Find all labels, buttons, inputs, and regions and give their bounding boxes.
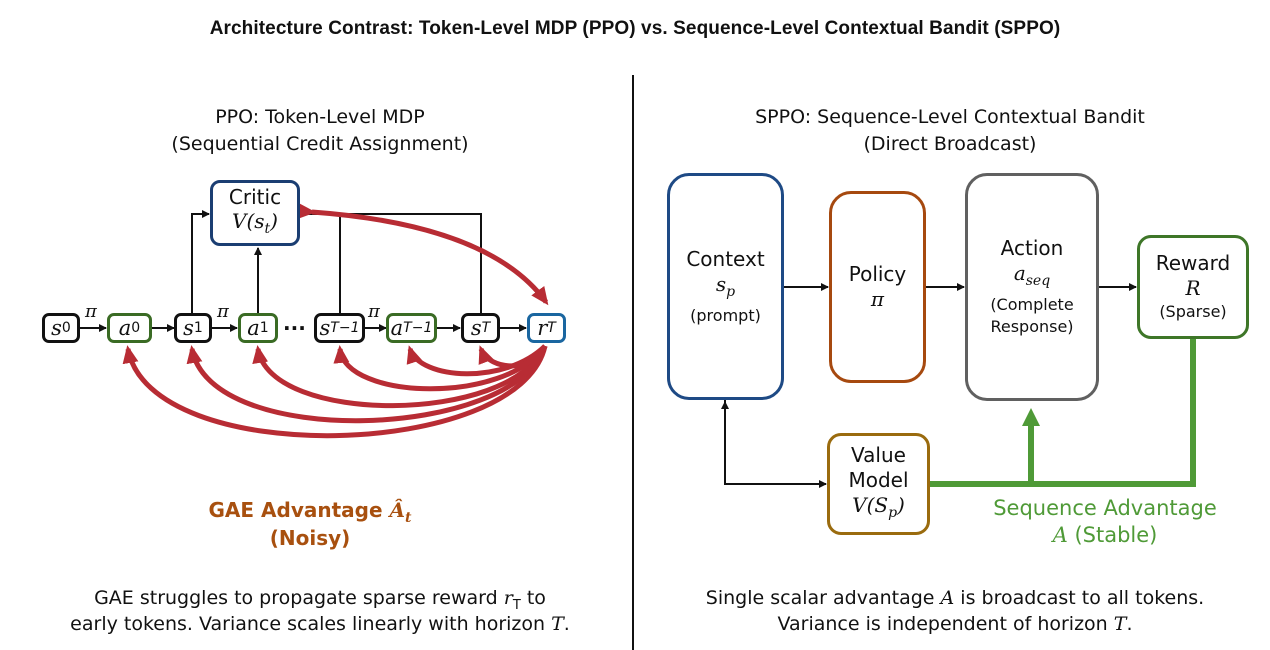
value-model-box: Value Model V(Sp) xyxy=(827,433,930,535)
critic-label: Critic xyxy=(228,185,282,209)
pi-label-T: π xyxy=(368,301,380,322)
gae-arrow-aT1 xyxy=(406,344,547,377)
policy-label: Policy xyxy=(848,262,907,286)
value-label-1: Value xyxy=(851,442,906,467)
reward-box: Reward R (Sparse) xyxy=(1137,235,1249,339)
ppo-caption-line2: early tokens. Variance scales linearly w… xyxy=(70,613,570,635)
gae-advantage-label: GAE Advantage Ât xyxy=(208,498,412,526)
context-box: Context sp (prompt) xyxy=(667,173,784,400)
critic-formula: V(st) xyxy=(232,209,278,237)
action-note-2: Response) xyxy=(990,317,1074,336)
pi-label-0: π xyxy=(85,301,97,322)
arrow-context-value xyxy=(724,400,827,488)
context-symbol: sp xyxy=(715,271,736,300)
action-box: Action aseq (Complete Response) xyxy=(965,173,1099,401)
sppo-subheading: (Direct Broadcast) xyxy=(863,133,1037,155)
action-label: Action xyxy=(1000,236,1064,260)
arrow-s1-critic xyxy=(191,210,210,313)
sequence-advantage-note: A (Stable) xyxy=(1052,523,1158,547)
gae-arrow-a1 xyxy=(252,344,548,409)
advantage-flow-line xyxy=(930,339,1196,487)
gae-arrow-s1 xyxy=(186,345,548,424)
reward-label: Reward xyxy=(1155,251,1231,275)
policy-symbol: π xyxy=(870,287,885,311)
action-note-1: (Complete xyxy=(990,295,1074,314)
policy-box: Policy π xyxy=(829,191,926,383)
context-label: Context xyxy=(686,246,765,271)
ppo-subheading: (Sequential Credit Assignment) xyxy=(171,133,469,155)
value-formula: V(Sp) xyxy=(852,492,905,521)
gae-noisy-label: (Noisy) xyxy=(269,526,351,550)
sppo-caption-line1: Single scalar advantage A is broadcast t… xyxy=(705,587,1205,609)
critic-reward-arrow xyxy=(297,202,549,306)
value-label-2: Model xyxy=(848,467,909,492)
figure-title: Architecture Contrast: Token-Level MDP (… xyxy=(209,18,1061,39)
reward-note: (Sparse) xyxy=(1159,302,1227,321)
sequence-advantage-label: Sequence Advantage xyxy=(993,496,1217,520)
pi-label-1: π xyxy=(217,301,229,322)
reward-symbol: R xyxy=(1185,276,1201,300)
critic-box: Critic V(st) xyxy=(210,180,300,246)
ppo-caption-line1: GAE struggles to propagate sparse reward… xyxy=(94,587,546,613)
context-note: (prompt) xyxy=(690,305,761,325)
action-symbol: aseq xyxy=(1013,261,1051,289)
gae-arrow-a0 xyxy=(122,345,548,439)
panel-divider xyxy=(632,75,634,650)
sppo-caption-line2: Variance is independent of horizon T. xyxy=(777,613,1133,635)
ppo-heading: PPO: Token-Level MDP xyxy=(215,106,425,128)
sppo-heading: SPPO: Sequence-Level Contextual Bandit xyxy=(755,106,1145,128)
ellipsis: ··· xyxy=(283,316,306,340)
gae-arrow-sT xyxy=(478,344,548,369)
